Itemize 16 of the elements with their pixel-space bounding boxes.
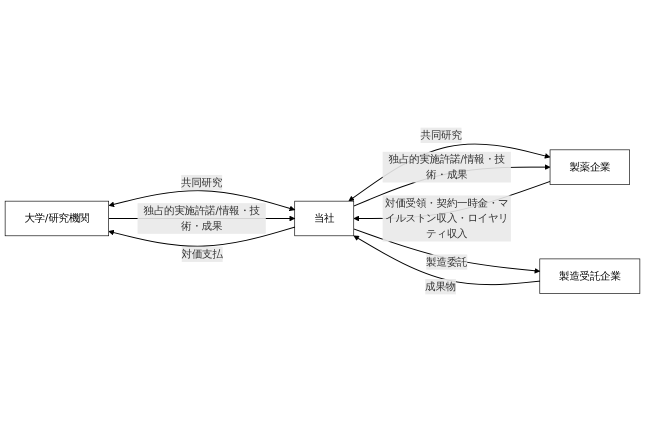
arrow [108,226,296,247]
edge-label: 対価受領・契約一時金・マイルストン収入・ロイヤリティ収入 [385,196,508,240]
edge-label: 対価支払 [182,248,223,260]
arrow [108,190,295,212]
edge-label: 共同研究 [420,128,462,142]
edge-label: 独占的実施許諾/情報・技術・成果 [144,204,260,232]
arrow [353,228,540,274]
node-box: 製薬企業 [550,150,630,185]
arrow [353,236,540,286]
edge-label: 独占的実施許諾/情報・技術・成果 [388,153,505,181]
edge-label: 成果物 [425,280,456,292]
node-box: 大学/研究機関 [4,200,109,236]
node-box: 製造受託企業 [539,258,640,294]
edge-label: 共同研究 [181,176,222,188]
edge-label: 製造委託 [426,256,468,268]
node-box: 当社 [294,200,354,236]
